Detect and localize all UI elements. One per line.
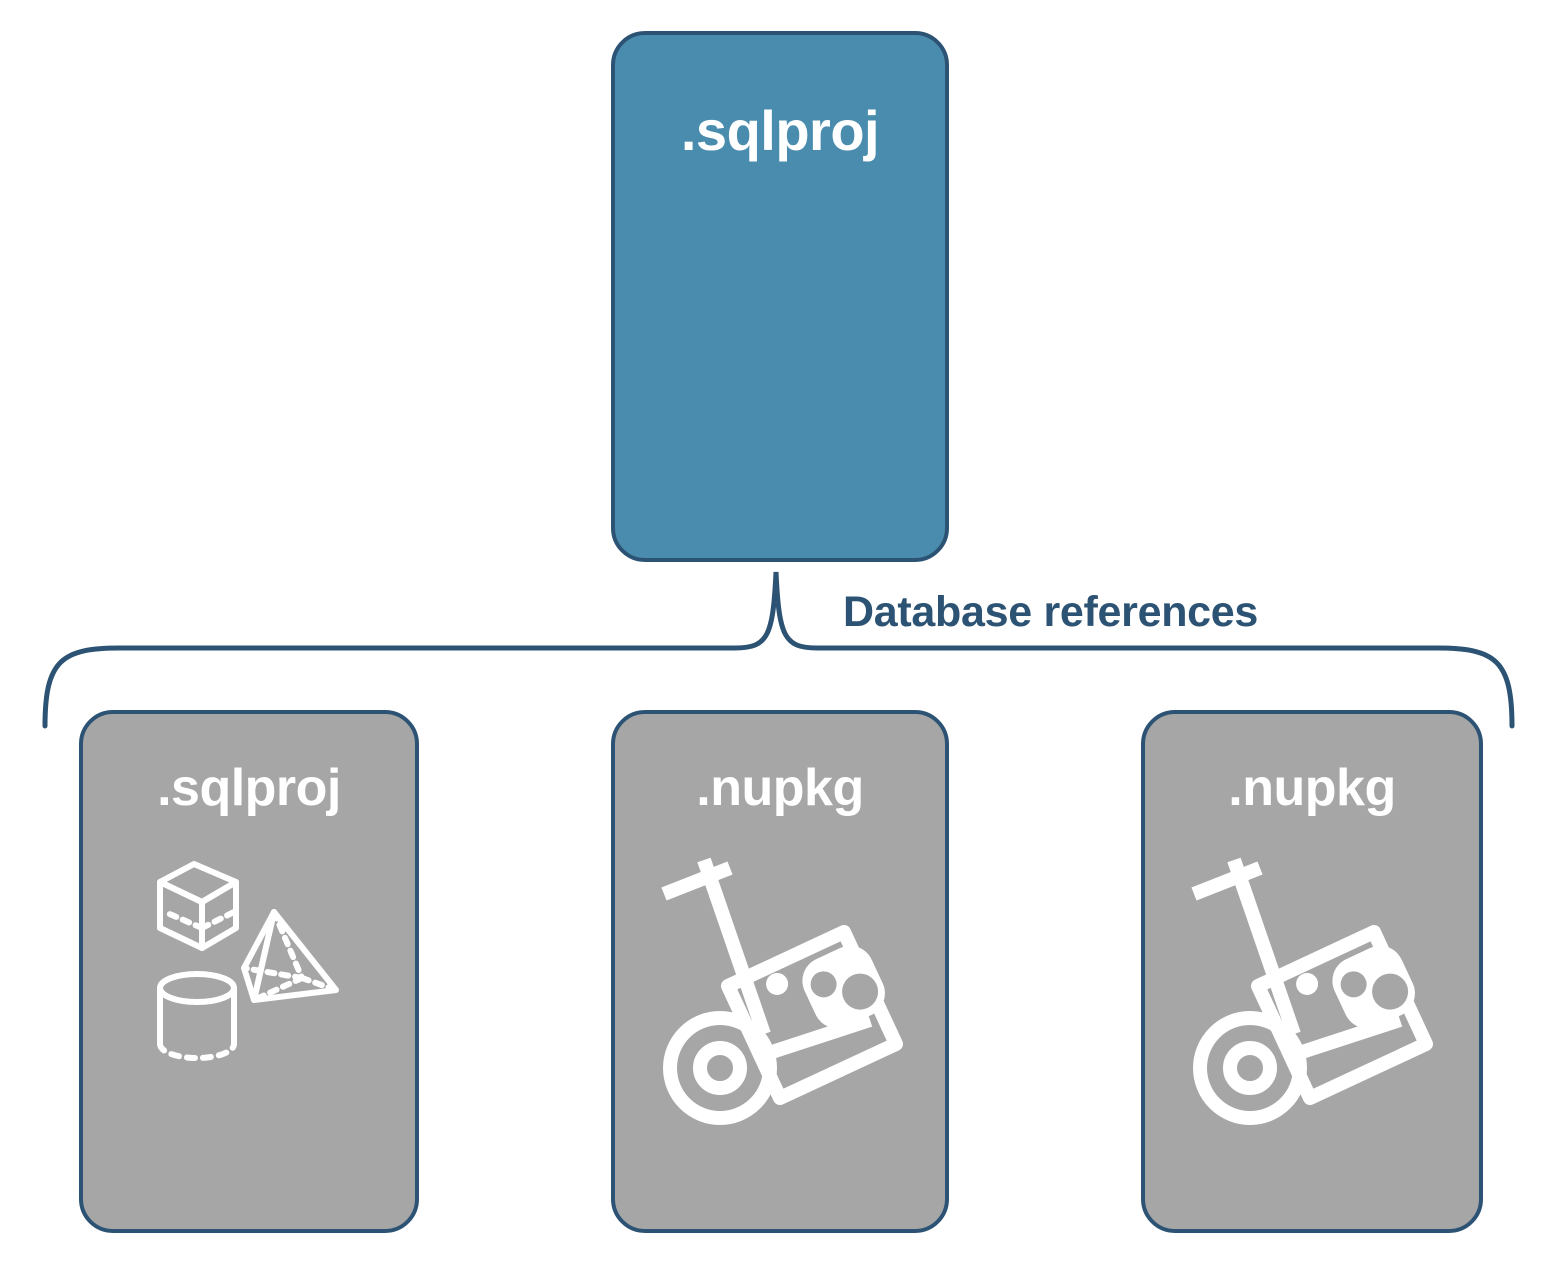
cylinder-icon — [157, 971, 237, 1061]
node-sqlproj-reference[interactable]: .sqlproj — [79, 710, 419, 1233]
pyramid-icon — [1392, 286, 1492, 382]
nuget-logo-holes — [1340, 971, 1409, 1010]
scroll-icon — [1412, 204, 1482, 268]
database-references-label: Database references — [843, 588, 1258, 636]
hand-truck-package-icon — [1191, 857, 1433, 1125]
database-objects-icon-set — [157, 861, 339, 1061]
nupkg-2-icon-group — [1182, 857, 1444, 1125]
cube-icon — [157, 861, 239, 951]
node-sqlproj-main[interactable]: .sqlproj — [611, 31, 1492, 562]
scroll-icon — [1412, 394, 1482, 458]
sqlproj-reference-icon-group — [150, 856, 350, 1076]
node-sqlproj-reference-label: .sqlproj — [157, 759, 341, 817]
node-nupkg-2-label: .nupkg — [1228, 759, 1396, 817]
cube-icon — [1302, 230, 1388, 326]
pyramid-icon — [241, 909, 339, 1003]
cylinder-icon — [1302, 348, 1384, 440]
node-nupkg-2[interactable]: .nupkg — [1141, 710, 1483, 1233]
nupkg-1-icon-group — [652, 857, 914, 1125]
nuget-logo-holes — [810, 971, 879, 1010]
database-objects-icon-set — [1302, 204, 1492, 458]
hand-truck-package-icon — [661, 857, 903, 1125]
node-sqlproj-main-label: .sqlproj — [680, 99, 880, 162]
brace-path — [42, 571, 1515, 729]
sqlproj-main-icon-group — [1293, 197, 1493, 458]
node-nupkg-1-label: .nupkg — [696, 759, 864, 817]
node-nupkg-1[interactable]: .nupkg — [611, 710, 949, 1233]
